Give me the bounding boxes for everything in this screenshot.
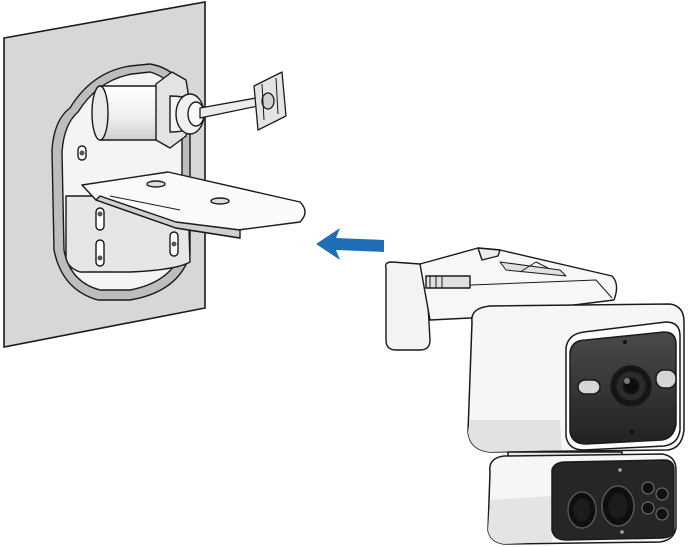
camera-lens-icon xyxy=(567,491,597,529)
camera-upper-unit xyxy=(467,303,685,453)
mount-cylinder-arm xyxy=(91,71,205,149)
camera-lens-icon xyxy=(610,365,652,407)
camera-mounting-base xyxy=(384,247,618,351)
bracket-screw-icon xyxy=(95,207,105,231)
camera-lens-icon xyxy=(601,485,635,527)
bracket-screw-icon xyxy=(95,239,105,267)
mount-slide-plate xyxy=(81,171,306,239)
bracket-screw-icon xyxy=(77,145,87,161)
insertion-arrow xyxy=(316,228,384,260)
camera-lower-unit xyxy=(487,451,677,545)
mounting-screw-with-anchor xyxy=(199,71,287,131)
sensor-cluster-icon xyxy=(641,481,669,521)
bracket-screw-icon xyxy=(169,231,179,257)
